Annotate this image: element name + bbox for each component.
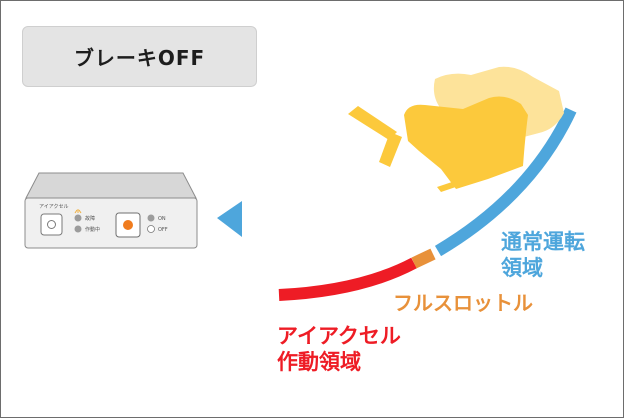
device-name-label: アイアクセル bbox=[39, 204, 69, 210]
normal-zone-label: 通常運転 領域 bbox=[501, 229, 585, 282]
off-indicator-label: OFF bbox=[158, 227, 168, 233]
active-indicator-light bbox=[74, 225, 82, 233]
normal-zone-label-line1: 通常運転 bbox=[501, 230, 585, 254]
controller-device-icon: アイアクセル 故障 作動中 ON OFF bbox=[24, 172, 198, 249]
on-indicator-light bbox=[147, 214, 155, 222]
shoe-sole bbox=[437, 167, 500, 192]
device-left-button bbox=[40, 213, 63, 236]
throttle-range-arc bbox=[278, 107, 577, 301]
shoe bbox=[404, 96, 528, 189]
brake-off-badge: ブレーキOFF bbox=[22, 26, 257, 87]
foot-pedal-icon bbox=[348, 66, 564, 192]
normal-zone-label-line2: 領域 bbox=[501, 256, 543, 281]
accel-zone-label: アイアクセル 作動領域 bbox=[277, 323, 401, 376]
accel-zone-arc bbox=[278, 257, 417, 301]
fault-indicator-label: 故障 bbox=[85, 215, 95, 222]
power-button-light bbox=[123, 220, 133, 230]
full-throttle-label: フルスロットル bbox=[393, 291, 533, 315]
accel-zone-label-line2: 作動領域 bbox=[277, 350, 361, 375]
left-arrow-icon bbox=[217, 201, 242, 237]
fault-indicator-light bbox=[74, 214, 82, 222]
active-indicator-label: 作動中 bbox=[85, 226, 100, 233]
full-throttle-zone-arc bbox=[411, 248, 436, 269]
accel-zone-label-line1: アイアクセル bbox=[277, 324, 401, 348]
pedal-arm bbox=[348, 106, 397, 140]
normal-zone-arc bbox=[434, 107, 577, 257]
indicator-glow bbox=[74, 209, 82, 214]
pedal-bracket bbox=[379, 132, 402, 167]
device-left-button-ring bbox=[47, 220, 56, 229]
off-indicator-light bbox=[147, 225, 155, 233]
on-indicator-label: ON bbox=[158, 216, 166, 222]
